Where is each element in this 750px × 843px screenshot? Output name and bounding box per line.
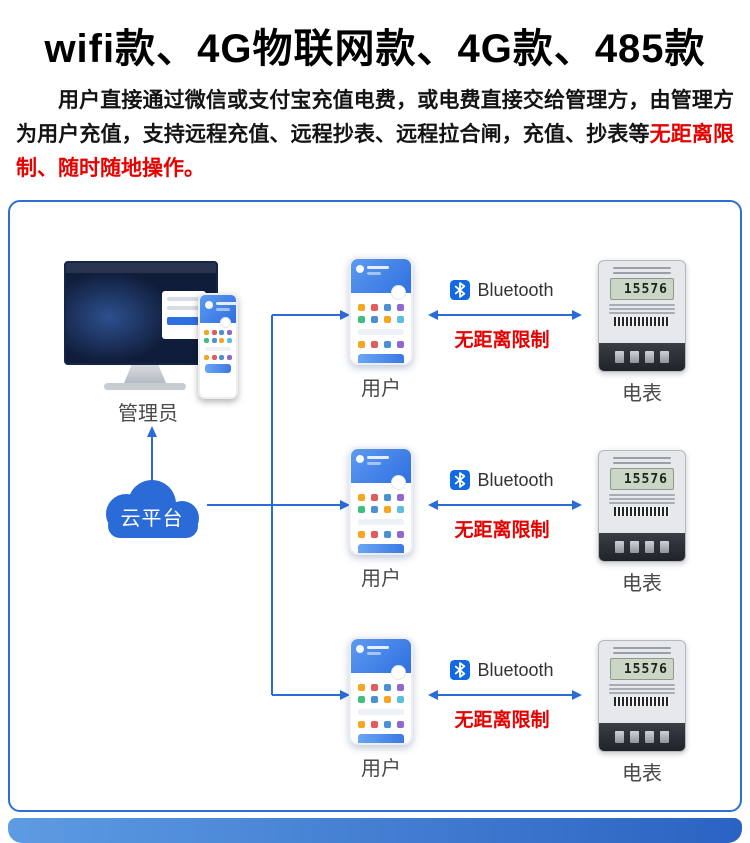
avatar-badge [391,475,406,490]
phone-body [351,293,411,363]
energy-meter: 15576 [598,640,686,752]
bluetooth-label: Bluetooth [477,279,554,300]
bluetooth-label: Bluetooth [477,469,554,490]
user-label: 用户 [361,568,401,590]
avatar [356,455,364,463]
cloud-icon [106,480,199,538]
bluetooth-group: Bluetooth [426,278,578,302]
phone-header [351,259,411,300]
monitor-stand [124,365,166,383]
user-label: 用户 [361,758,401,780]
user-phone [349,447,413,555]
meter-reading: 15576 [623,471,668,487]
meter-terminals [599,343,685,371]
avatar-badge [391,285,406,300]
footer-bar [8,818,742,843]
meter-display: 15576 [610,658,674,680]
avatar [356,645,364,653]
no-distance-label: 无距离限制 [454,520,550,541]
bluetooth-group: Bluetooth [426,468,578,492]
cloud-platform: 云平台 [94,478,210,540]
meter-display: 15576 [610,468,674,490]
avatar-badge [391,665,406,680]
user-phone [349,637,413,745]
screen-glow [66,271,174,363]
no-distance-label: 无距离限制 [454,710,550,731]
avatar [356,265,364,273]
meter-barcode [614,507,670,516]
meter-label: 电表 [622,573,662,595]
phone-body [200,323,236,373]
bluetooth-label: Bluetooth [477,659,554,680]
bluetooth-icon [450,280,471,300]
meter-label: 电表 [622,763,662,785]
bluetooth-icon [450,470,471,490]
diagram-panel: 管理员 云平台 [8,200,742,812]
page-title: wifi款、4G物联网款、4G款、485款 [44,27,706,71]
cloud-label: 云平台 [120,508,184,530]
phone-body [351,673,411,743]
avatar-badge [220,317,231,328]
meter-reading: 15576 [623,661,668,677]
admin-phone [198,293,238,399]
avatar [205,301,213,309]
intro-highlight: 无距离限制、随时随地操作。 [16,123,735,180]
screen-topbar [66,263,216,273]
meter-label: 电表 [622,383,662,405]
admin-workstation: 管理员 [58,257,238,427]
intro-text: 用户直接通过微信或支付宝充值电费，或电费直接交给管理方，由管理方为用户充值，支持… [16,89,734,146]
user-label: 用户 [361,378,401,400]
no-distance-label: 无距离限制 [454,330,550,351]
connector-lines [147,310,582,700]
admin-label: 管理员 [118,403,178,425]
meter-display: 15576 [610,278,674,300]
energy-meter: 15576 [598,260,686,372]
intro-paragraph: 用户直接通过微信或支付宝充值电费，或电费直接交给管理方，由管理方为用户充值，支持… [16,84,734,186]
phone-header [351,449,411,490]
bluetooth-icon [450,660,471,680]
bluetooth-group: Bluetooth [426,658,578,682]
phone-body [351,483,411,553]
phone-header [351,639,411,680]
phone-header [200,295,236,328]
monitor-screen [64,261,218,365]
monitor-base [104,383,186,390]
meter-barcode [614,317,670,326]
meter-barcode [614,697,670,706]
meter-reading: 15576 [623,281,668,297]
energy-meter: 15576 [598,450,686,562]
user-phone [349,257,413,365]
meter-terminals [599,723,685,751]
meter-terminals [599,533,685,561]
